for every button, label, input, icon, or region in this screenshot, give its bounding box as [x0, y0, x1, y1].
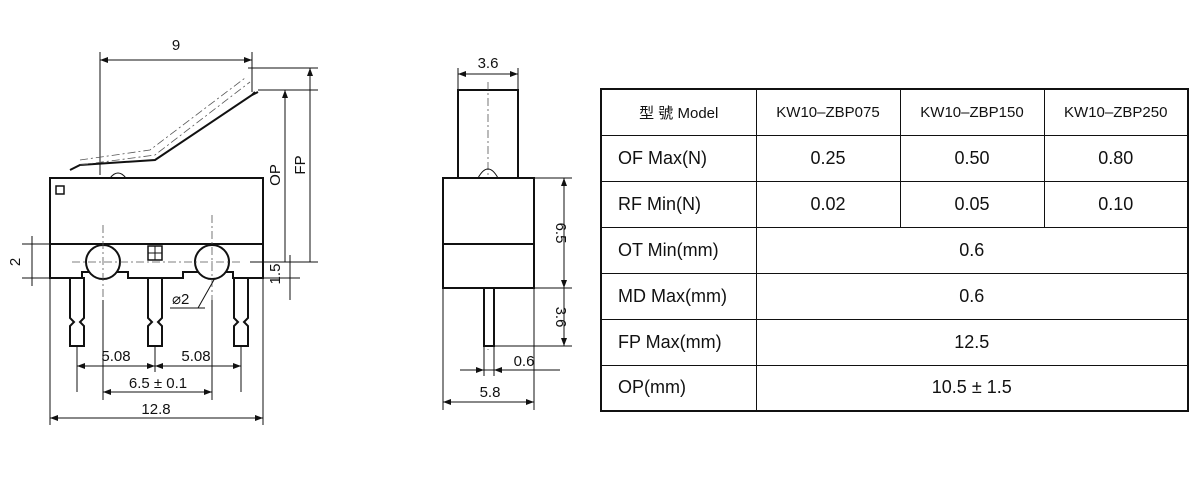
dim-op-label: OP — [267, 164, 284, 186]
dim-length-top: 9 — [172, 37, 180, 54]
dim-pin-span: 6.5 ± 0.1 — [129, 375, 187, 392]
end-body — [442, 177, 535, 289]
arrow — [233, 363, 241, 369]
table-row: OF Max(N) 0.25 0.50 0.80 — [600, 134, 1189, 182]
arrow — [443, 399, 451, 405]
arrow — [147, 363, 155, 369]
dim-fp-label: FP — [292, 155, 309, 174]
arrow — [561, 280, 567, 288]
dim-plunger-width: 3.6 — [478, 55, 499, 72]
dim-total-length: 12.8 — [141, 401, 170, 418]
spec-table: 型 號 Model KW10–ZBP075 KW10–ZBP150 KW10–Z… — [600, 88, 1189, 412]
dim-hole: ⌀2 — [172, 291, 189, 308]
arrow — [307, 68, 313, 76]
table-row: FP Max(mm) 12.5 — [600, 318, 1189, 366]
dim-pin-length: 3.6 — [552, 307, 569, 328]
switch-body-lower — [49, 244, 264, 279]
row-label: OT Min(mm) — [600, 226, 757, 274]
model-header-label: 型 號 Model — [600, 88, 757, 136]
table-cell-merged: 12.5 — [755, 318, 1189, 366]
table-cell: 0.25 — [755, 134, 901, 182]
table-row: OT Min(mm) 0.6 — [600, 226, 1189, 274]
dim-body-width: 5.8 — [480, 384, 501, 401]
pin-left — [69, 277, 85, 347]
arrow — [50, 415, 58, 421]
table-cell-merged: 0.6 — [755, 272, 1189, 320]
roller — [109, 172, 127, 179]
table-cell: 0.80 — [1043, 134, 1189, 182]
side-view: 9 OP FP — [7, 37, 318, 425]
row-label: RF Min(N) — [600, 180, 757, 228]
dim-pin-thickness: 0.6 — [514, 353, 535, 370]
table-row: OP(mm) 10.5 ± 1.5 — [600, 364, 1189, 412]
plunger-roller — [477, 168, 499, 179]
arrow — [494, 367, 502, 373]
row-label: MD Max(mm) — [600, 272, 757, 320]
arrow — [77, 363, 85, 369]
dim-body-height: 6.5 — [552, 223, 569, 244]
row-label: OF Max(N) — [600, 134, 757, 182]
table-cell: 0.02 — [755, 180, 901, 228]
dim-pitch-right: 5.08 — [181, 348, 210, 365]
end-view: 3.6 6.5 3.6 0.6 5.8 — [442, 55, 572, 410]
arrow — [255, 415, 263, 421]
model-header: KW10–ZBP150 — [899, 88, 1045, 136]
row-label: OP(mm) — [600, 364, 757, 412]
model-header: KW10–ZBP250 — [1043, 88, 1189, 136]
pin-center — [147, 277, 163, 347]
model-header: KW10–ZBP075 — [755, 88, 901, 136]
table-row: MD Max(mm) 0.6 — [600, 272, 1189, 320]
arrow — [561, 178, 567, 186]
table-cell: 0.05 — [899, 180, 1045, 228]
pin-right — [233, 277, 249, 347]
dim-right: 1.5 — [267, 264, 284, 285]
lever-phantom-2 — [79, 81, 251, 166]
arrow — [155, 363, 163, 369]
arrow — [244, 57, 252, 63]
arrow — [204, 389, 212, 395]
arrow — [476, 367, 484, 373]
arrow — [561, 338, 567, 346]
lever-arm — [69, 91, 256, 171]
dim-pitch-left: 5.08 — [101, 348, 130, 365]
switch-body-upper — [49, 177, 264, 245]
arrow — [282, 90, 288, 98]
arrow — [100, 57, 108, 63]
dim-left: 2 — [7, 258, 24, 266]
arrow — [526, 399, 534, 405]
table-cell-merged: 10.5 ± 1.5 — [755, 364, 1189, 412]
end-pin — [483, 287, 495, 347]
table-row: RF Min(N) 0.02 0.05 0.10 — [600, 180, 1189, 228]
row-label: FP Max(mm) — [600, 318, 757, 366]
table-header-row: 型 號 Model KW10–ZBP075 KW10–ZBP150 KW10–Z… — [600, 88, 1189, 136]
lever-tip — [251, 91, 259, 96]
table-cell: 0.50 — [899, 134, 1045, 182]
table-cell: 0.10 — [1043, 180, 1189, 228]
arrow — [510, 71, 518, 77]
leader-hole-angle — [197, 277, 216, 309]
marker-square — [55, 185, 65, 195]
table-cell-merged: 0.6 — [755, 226, 1189, 274]
arrow — [458, 71, 466, 77]
lever-phantom — [79, 77, 246, 161]
arrow — [103, 389, 111, 395]
